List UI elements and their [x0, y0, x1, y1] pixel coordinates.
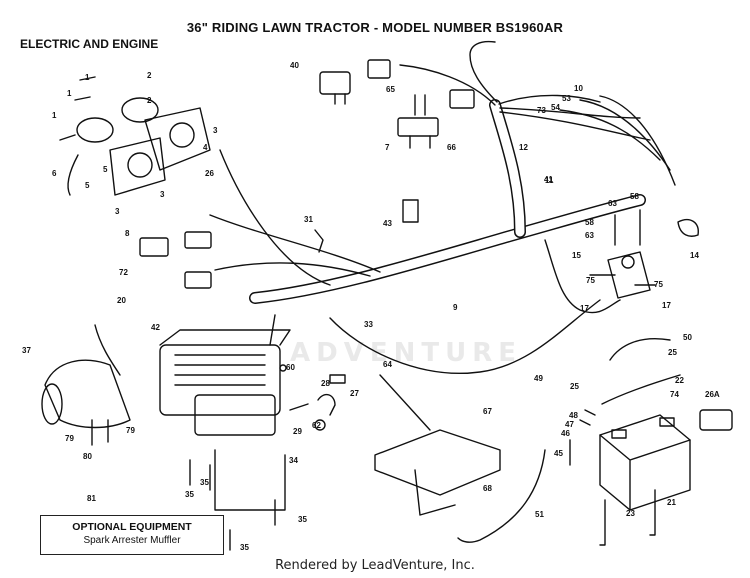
callout-label: 22 [675, 376, 684, 385]
callout-label: 43 [383, 219, 392, 228]
callout-label: 40 [290, 61, 299, 70]
callout-label: 26 [205, 169, 214, 178]
callout-label: 60 [286, 363, 295, 372]
callout-label: 21 [667, 498, 676, 507]
callout-label: 31 [304, 215, 313, 224]
callout-label: 2 [147, 96, 152, 105]
callout-label: 17 [580, 304, 589, 313]
callout-label: 48 [569, 411, 578, 420]
callout-label: 34 [289, 456, 298, 465]
callout-label: 7 [385, 143, 390, 152]
callout-label: 51 [535, 510, 544, 519]
callout-label: 35 [240, 543, 249, 552]
callout-labels: 1 1 1 2 2 3 3 3 4 5 5 6 7 8 9 10 11 12 1… [22, 61, 720, 552]
callout-label: 3 [213, 126, 218, 135]
callout-label: 23 [626, 509, 635, 518]
callout-label: 73 [537, 106, 546, 115]
callout-label: 74 [670, 390, 679, 399]
callout-label: 58 [585, 218, 594, 227]
callout-label: 3 [160, 190, 165, 199]
callout-label: 58 [630, 192, 639, 201]
callout-label: 33 [364, 320, 373, 329]
render-credit: Rendered by LeadVenture, Inc. [275, 558, 475, 573]
callout-label: 81 [87, 494, 96, 503]
callout-label: 75 [654, 280, 663, 289]
callout-label: 79 [65, 434, 74, 443]
callout-label: 27 [350, 389, 359, 398]
callout-label: 79 [126, 426, 135, 435]
callout-label: 29 [293, 427, 302, 436]
callout-label: 15 [572, 251, 581, 260]
callout-label: 65 [386, 85, 395, 94]
callout-label: 8 [125, 229, 130, 238]
callout-label: 25 [668, 348, 677, 357]
callout-label: 3 [115, 207, 120, 216]
callout-label: 35 [298, 515, 307, 524]
callout-label: 72 [119, 268, 128, 277]
callout-label: 37 [22, 346, 31, 355]
callout-label: 63 [585, 231, 594, 240]
callout-label: 64 [383, 360, 392, 369]
section-heading: ELECTRIC AND ENGINE [20, 37, 159, 51]
callout-label: 1 [52, 111, 57, 120]
callout-label: 5 [85, 181, 90, 190]
callout-label: 42 [151, 323, 160, 332]
callout-label: 4 [203, 143, 208, 152]
callout-label: 53 [562, 94, 571, 103]
callout-label: 2 [147, 71, 152, 80]
callout-label: 26A [705, 390, 720, 399]
callout-label: 75 [586, 276, 595, 285]
callout-label: 80 [83, 452, 92, 461]
callout-label: 1 [85, 73, 90, 82]
callout-label: 20 [117, 296, 126, 305]
diagram-title: 36" RIDING LAWN TRACTOR - MODEL NUMBER B… [186, 20, 564, 35]
callout-label: 5 [103, 165, 108, 174]
optional-equipment-box: OPTIONAL EQUIPMENT Spark Arrester Muffle… [40, 515, 224, 555]
callout-label: 50 [683, 333, 692, 342]
callout-label: 9 [453, 303, 458, 312]
optional-equipment-text: Spark Arrester Muffler [83, 535, 181, 546]
callout-label: 12 [519, 143, 528, 152]
callout-label: 17 [662, 301, 671, 310]
callout-label: 14 [690, 251, 699, 260]
optional-equipment-heading: OPTIONAL EQUIPMENT [72, 521, 192, 533]
callout-label: 47 [565, 420, 574, 429]
callout-label: 41 [544, 175, 553, 184]
callout-label: 62 [312, 421, 321, 430]
callout-label: 66 [447, 143, 456, 152]
callout-label: 63 [608, 199, 617, 208]
callout-label: 35 [185, 490, 194, 499]
callout-label: 67 [483, 407, 492, 416]
callout-label: 6 [52, 169, 57, 178]
callout-label: 28 [321, 379, 330, 388]
callout-label: 54 [551, 103, 560, 112]
callout-label: 68 [483, 484, 492, 493]
callout-label: 10 [574, 84, 583, 93]
callout-label: 11 [545, 176, 554, 185]
callout-label: 49 [534, 374, 543, 383]
callout-label: 25 [570, 382, 579, 391]
callout-label: 35 [200, 478, 209, 487]
callout-label: 1 [67, 89, 72, 98]
callout-label: 46 [561, 429, 570, 438]
callout-label: 45 [554, 449, 563, 458]
